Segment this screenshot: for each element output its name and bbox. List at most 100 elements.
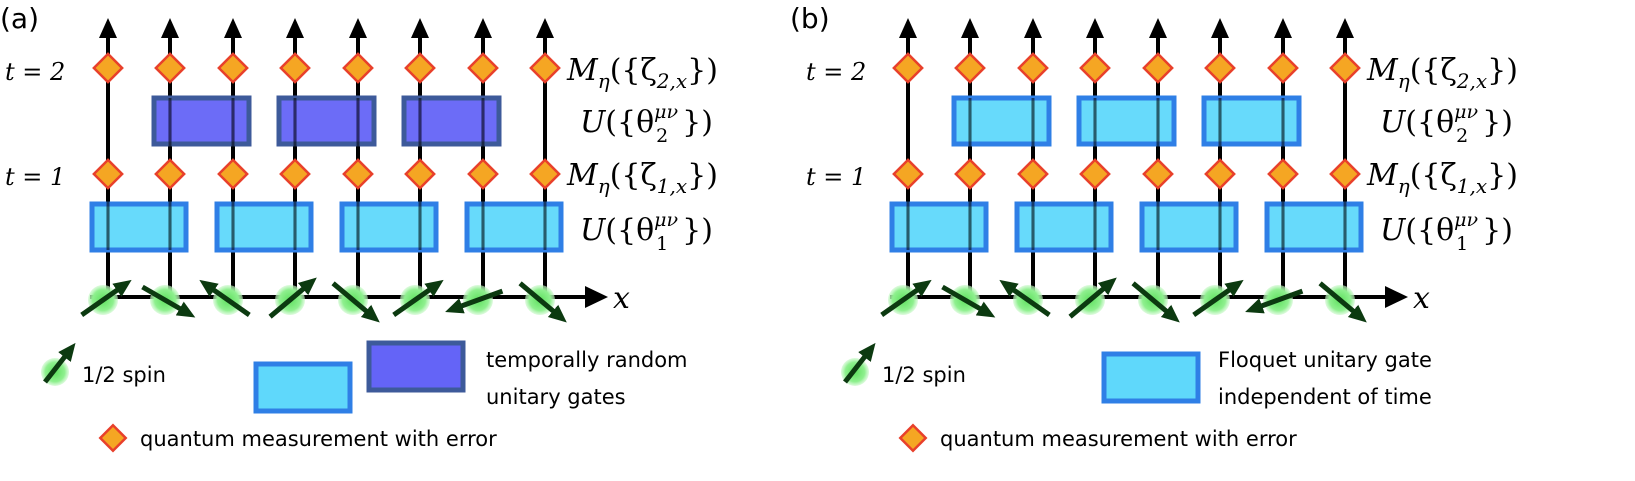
wire-arrow-icon	[1024, 18, 1042, 38]
unitary-gate-u1	[1264, 201, 1364, 253]
measurement-diamond-icon	[954, 52, 986, 84]
axis-label-x: x	[613, 281, 630, 316]
measurement-diamond-icon	[1267, 52, 1299, 84]
unitary-gate-u1	[214, 201, 314, 253]
measurement-diamond-icon	[1267, 158, 1299, 190]
wire-arrow-icon	[899, 18, 917, 38]
measurement-diamond-icon	[1142, 158, 1174, 190]
measurement-diamond-icon	[279, 52, 311, 84]
measurement-diamond-icon	[154, 158, 186, 190]
spin-arrow-icon	[141, 284, 196, 318]
legend: 1/2 spin temporally random unitary gates…	[41, 340, 688, 453]
measurement-diamond-icon	[529, 158, 561, 190]
x-axis-arrow-icon	[585, 286, 608, 308]
spin-arrow-icon	[1318, 281, 1367, 323]
legend-measure-text: quantum measurement with error	[140, 427, 497, 451]
wire-arrow-icon	[161, 18, 179, 38]
spin-arrow-icon	[1068, 277, 1117, 319]
spin-row	[80, 277, 567, 323]
spin-arrow-icon	[1192, 279, 1244, 317]
measurement-row	[92, 52, 561, 250]
measurement-diamond-icon	[92, 52, 124, 84]
legend-measure-diamond-icon	[98, 423, 128, 453]
spin-arrow-icon	[1131, 281, 1180, 323]
legend-measure-diamond-icon	[898, 423, 928, 453]
measurement-diamond-icon	[1079, 52, 1111, 84]
legend: 1/2 spin Floquet unitary gate independen…	[841, 342, 1432, 453]
measurement-diamond-icon	[892, 158, 924, 190]
legend-floquet-swatch	[253, 361, 353, 414]
measurement-diamond-icon	[467, 158, 499, 190]
measurement-row	[892, 52, 1361, 250]
spin-row	[880, 277, 1367, 323]
wire-arrow-icon	[349, 18, 367, 38]
wire-arrow-icon	[536, 18, 554, 38]
panel-label: (b)	[790, 2, 830, 35]
unitary-gate-u2	[276, 95, 377, 147]
measurement-diamond-icon	[92, 158, 124, 190]
spin-arrow-icon	[518, 281, 567, 323]
time-label-t1: t = 1	[5, 163, 65, 191]
measurement-diamond-icon	[1017, 158, 1049, 190]
measurement-diamond-icon	[217, 158, 249, 190]
legend-spin-text: 1/2 spin	[882, 363, 966, 387]
label-m2: Mη({ζ2,x})	[566, 53, 718, 93]
measurement-diamond-icon	[404, 158, 436, 190]
unitary-gate-u2	[151, 95, 252, 147]
spin-arrow-icon	[999, 279, 1051, 317]
legend-floquet-swatch	[1101, 351, 1201, 404]
gate-row-u2	[951, 95, 1302, 147]
wire-arrow-icon	[1336, 18, 1354, 38]
unitary-gate-u1	[889, 201, 989, 253]
legend-measure-text: quantum measurement with error	[940, 427, 1297, 451]
measurement-diamond-icon	[1204, 52, 1236, 84]
measurement-diamond-icon	[892, 52, 924, 84]
measurement-diamond-icon	[1329, 158, 1361, 190]
measurement-diamond-icon	[1142, 52, 1174, 84]
gate-row-u1	[89, 201, 564, 253]
gate-row-u2	[151, 95, 502, 147]
measurement-diamond-icon	[279, 158, 311, 190]
unitary-gate-u2	[1076, 95, 1177, 147]
legend-spin-arrow-icon	[843, 342, 876, 384]
measurement-diamond-icon	[154, 52, 186, 84]
measurement-diamond-icon	[529, 52, 561, 84]
measurement-diamond-icon	[1079, 158, 1111, 190]
spin-arrow-icon	[331, 281, 380, 323]
unitary-gate-u2	[951, 95, 1052, 147]
legend-gate-text-line2: independent of time	[1218, 385, 1432, 409]
wire-arrow-icon	[286, 18, 304, 38]
label-m2: Mη({ζ2,x})	[1366, 53, 1518, 93]
wire-arrow-icon	[411, 18, 429, 38]
spin-arrow-icon	[199, 279, 251, 317]
measurement-diamond-icon	[342, 158, 374, 190]
measurement-diamond-icon	[217, 52, 249, 84]
label-m1: Mη({ζ1,x})	[566, 158, 718, 198]
measurement-diamond-icon	[404, 52, 436, 84]
time-label-t2: t = 2	[5, 58, 65, 86]
legend-spin-arrow-icon	[43, 342, 76, 384]
wire-arrow-icon	[961, 18, 979, 38]
unitary-gate-u1	[89, 201, 189, 253]
spin-arrow-icon	[80, 279, 132, 317]
legend-gate-text-line1: Floquet unitary gate	[1218, 348, 1432, 372]
measurement-diamond-icon	[1017, 52, 1049, 84]
x-axis-arrow-icon	[1385, 286, 1408, 308]
wire-arrow-icon	[1086, 18, 1104, 38]
unitary-gate-u1	[464, 201, 564, 253]
gate-row-u1	[889, 201, 1364, 253]
legend-spin-text: 1/2 spin	[82, 363, 166, 387]
panel-label: (a)	[0, 2, 39, 35]
unitary-gate-u1	[1014, 201, 1114, 253]
measurement-diamond-icon	[1204, 158, 1236, 190]
unitary-gate-u1	[1139, 201, 1239, 253]
wire-arrow-icon	[1274, 18, 1292, 38]
measurement-diamond-icon	[954, 158, 986, 190]
measurement-diamond-icon	[467, 52, 499, 84]
wire-arrow-icon	[99, 18, 117, 38]
